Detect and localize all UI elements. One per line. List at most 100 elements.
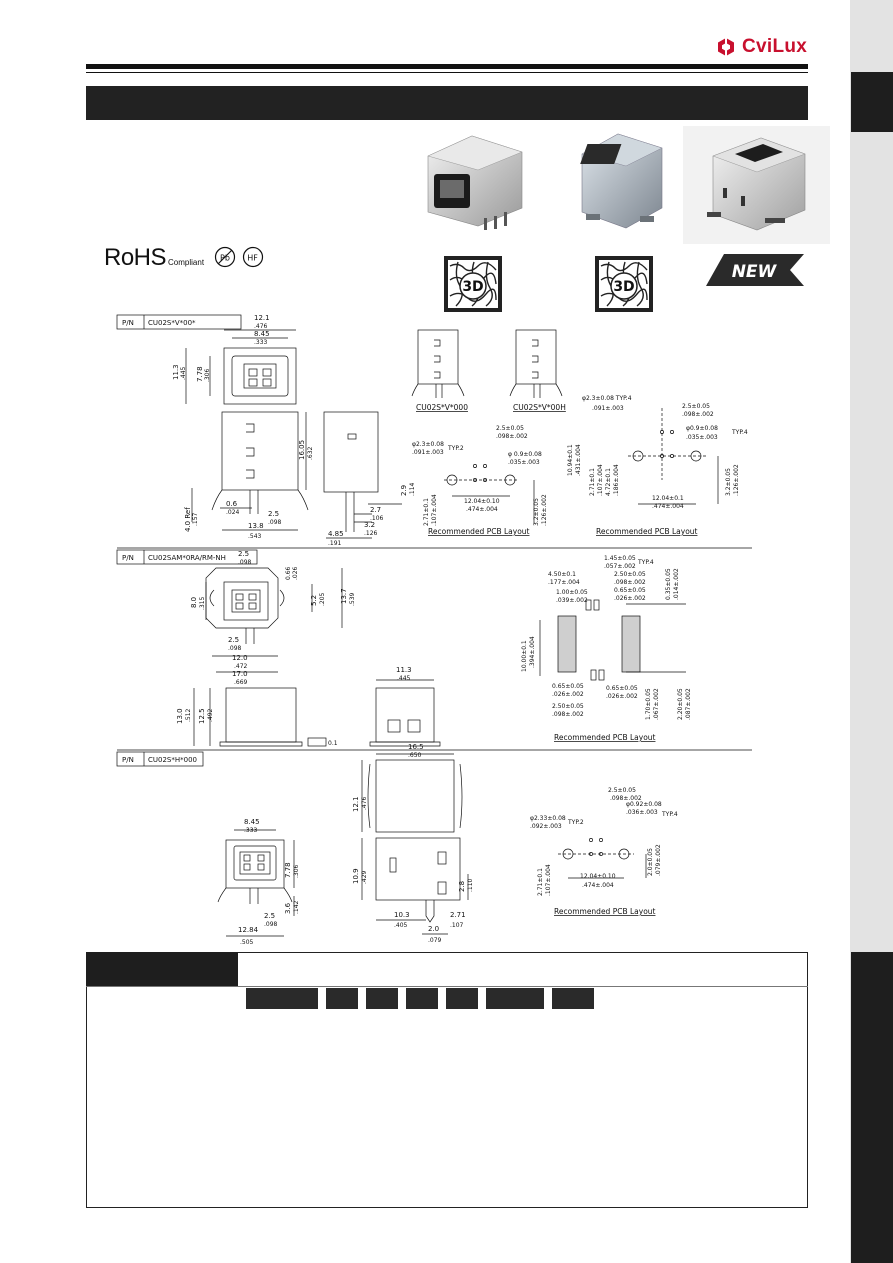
s2-dim: 0.1 xyxy=(328,740,338,747)
s1-pcb2-title: Recommended PCB Layout xyxy=(596,527,698,536)
s3-dim: 12.84 xyxy=(238,926,259,934)
s1-pcb2-dim: .091±.003 xyxy=(592,405,624,412)
s3-pn-value: CU02S*H*000 xyxy=(148,756,197,764)
3d-model-badge-right: 3D xyxy=(595,256,653,312)
s2-dim: .445 xyxy=(397,675,411,682)
s2-dim: .492 xyxy=(207,708,214,722)
s2-pcb-dim: TYP.4 xyxy=(637,559,654,566)
s3-pcb-dim: .092±.003 xyxy=(530,823,562,830)
s2-dim: 12.5 xyxy=(198,708,206,724)
s1-dim: 11.3 xyxy=(172,364,180,380)
s1-dim: .333 xyxy=(254,339,268,346)
title-bar xyxy=(86,86,808,120)
3d-model-badge-left: 3D xyxy=(444,256,502,312)
s3-dim: 8.45 xyxy=(244,818,260,826)
s1-pcb-dim: .091±.003 xyxy=(412,449,444,456)
s2-pcb-dim: .177±.004 xyxy=(548,579,580,586)
engineering-drawing: P/N CU02S*V*00* 12.1 .476 8.45 .333 11.3… xyxy=(116,314,752,946)
s2-pcb-dim: .026±.002 xyxy=(606,693,638,700)
header-rule-thin xyxy=(86,72,808,73)
s1-pcb2-dim: 3.2±0.05 xyxy=(725,468,732,496)
s1-dim: .126 xyxy=(364,530,378,537)
s1-pcb2-dim: .107±.004 xyxy=(597,464,604,496)
s2-pcb-dim: 0.65±0.05 xyxy=(614,587,646,594)
s3-pcb-dim: .079±.002 xyxy=(655,844,662,876)
s2-pcb-dim: 10.00±0.1 xyxy=(521,640,528,672)
s3-dim: 7.78 xyxy=(284,862,292,878)
s2-pcb-dim: 1.45±0.05 xyxy=(604,555,636,562)
s1-dim: 2.5 xyxy=(268,510,279,518)
s3-dim: .142 xyxy=(293,900,300,914)
s1-variant-a: CU02S*V*000 xyxy=(416,403,468,412)
s2-dim: .539 xyxy=(349,592,356,606)
s1-pcb-dim: 2.71±0.1 xyxy=(423,498,430,526)
s3-pcb-dim: .098±.002 xyxy=(610,795,642,802)
s3-dim: .306 xyxy=(293,864,300,878)
part-code-box-3 xyxy=(366,988,398,1009)
s2-pcb-dim: .098±.002 xyxy=(552,711,584,718)
product-photo-vertical-smt xyxy=(580,133,663,229)
s1-pcb2-dim: φ0.9±0.08 xyxy=(686,425,718,432)
s1-pcb-dim: .126±.002 xyxy=(541,494,548,526)
s1-pcb2-dim: .126±.002 xyxy=(733,464,740,496)
s2-pcb-dim: 0.35±0.05 xyxy=(665,568,672,600)
s2-pcb-dim: 4.50±0.1 xyxy=(548,571,576,578)
s1-dim: 0.6 xyxy=(226,500,238,508)
s3-pcb-dim: TYP.2 xyxy=(567,819,584,826)
s2-pcb-dim: .014±.002 xyxy=(673,568,680,600)
s1-pcb-dim: 12.04±0.10 xyxy=(464,498,500,505)
s1-dim: .098 xyxy=(268,519,282,526)
header-rule xyxy=(86,64,808,69)
s2-dim: .098 xyxy=(238,559,252,566)
rohs-compliant-mark: RoHS Compliant xyxy=(104,244,204,272)
s1-pcb-dim: .474±.004 xyxy=(466,506,498,513)
s1-dim: .191 xyxy=(328,540,342,547)
s3-pcb-dim: .036±.003 xyxy=(626,809,658,816)
s1-pcb-dim: 3.2±0.05 xyxy=(533,498,540,526)
side-index-tab-top xyxy=(851,72,893,132)
s2-pn-label: P/N xyxy=(122,554,134,562)
pb-free-icon: Pb xyxy=(214,246,236,268)
s1-pcb2-dim: 10.94±0.1 xyxy=(567,444,574,476)
s2-pcb-dim: 0.65±0.05 xyxy=(606,685,638,692)
s3-dim: .650 xyxy=(408,752,422,759)
s2-pcb-dim: 1.70±0.05 xyxy=(645,688,652,720)
s3-pcb-title: Recommended PCB Layout xyxy=(554,907,656,916)
s1-pcb2-dim: TYP.4 xyxy=(731,429,748,436)
s3-dim: .476 xyxy=(361,796,368,810)
s3-pcb-dim: 2.0±0.05 xyxy=(647,848,654,876)
s1-dim: 13.8 xyxy=(248,522,264,530)
product-photo-horizontal xyxy=(683,126,830,244)
part-code-box-5 xyxy=(446,988,478,1009)
halogen-free-icon: HF xyxy=(242,246,264,268)
3d-text-left: 3D xyxy=(462,279,483,295)
s1-pcb-dim: .107±.004 xyxy=(431,494,438,526)
s2-pcb-dim: .067±.002 xyxy=(653,688,660,720)
s1-dim: 2.9 xyxy=(400,485,408,496)
s1-dim: .476 xyxy=(254,323,268,330)
s3-dim: .107 xyxy=(450,922,464,929)
s2-dim: 2.5 xyxy=(228,636,239,644)
s2-pcb-title: Recommended PCB Layout xyxy=(554,733,656,742)
s3-dim: 3.6 xyxy=(284,902,292,914)
rohs-text: RoHS xyxy=(104,244,167,271)
s1-dim: 4.0 Ref xyxy=(184,507,192,532)
brand-name: CviLux xyxy=(742,36,808,57)
part-code-box-7 xyxy=(552,988,594,1009)
s2-dim: 2.5 xyxy=(238,550,249,558)
s1-pcb-dim: φ 0.9±0.08 xyxy=(508,451,542,458)
s2-dim: .472 xyxy=(234,663,248,670)
s3-pcb-dim: .474±.004 xyxy=(582,882,614,889)
product-photo-horizontal-drawing xyxy=(707,137,806,231)
s2-dim: .205 xyxy=(319,592,326,606)
s1-pcb2-dim: 2.71±0.1 xyxy=(589,468,596,496)
s1-dim: .106 xyxy=(370,515,384,522)
s1-pcb2-dim: .431±.004 xyxy=(575,444,582,476)
halogen-free-text: HF xyxy=(247,254,258,263)
part-code-box-1 xyxy=(246,988,318,1009)
s2-pcb-dim: .039±.002 xyxy=(556,597,588,604)
s1-pn-label: P/N xyxy=(122,319,134,327)
s1-dim: 16.05 xyxy=(298,440,306,460)
s1-variant-b: CU02S*V*00H xyxy=(513,403,566,412)
s1-pn-value: CU02S*V*00* xyxy=(148,319,196,327)
